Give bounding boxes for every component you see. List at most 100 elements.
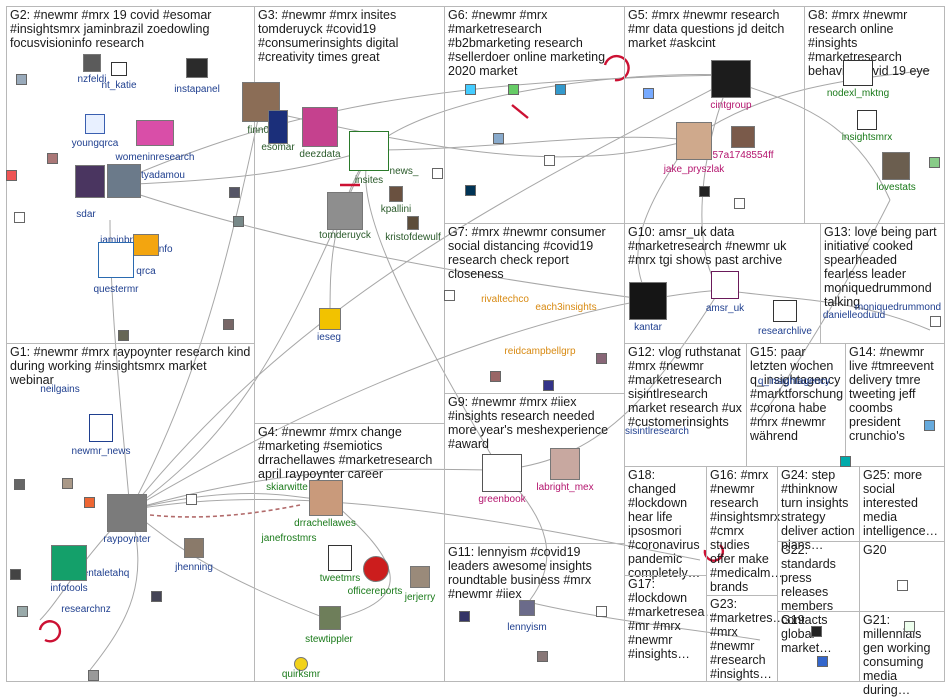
node-label: kantar bbox=[634, 322, 662, 333]
group-title-g7: G7: #mrx #newmr consumer social distanci… bbox=[448, 225, 606, 281]
node-label: infotools bbox=[50, 583, 88, 594]
node-small[interactable] bbox=[643, 88, 654, 99]
node-label: sisintlresearch bbox=[625, 426, 689, 437]
node-avatar bbox=[773, 300, 797, 322]
node-small[interactable] bbox=[118, 330, 129, 341]
node-small[interactable] bbox=[493, 133, 504, 144]
group-panel-g23: G23: #marketres… #mrx #newmr #research #… bbox=[706, 595, 785, 682]
node-avatar bbox=[133, 234, 159, 256]
node-avatar bbox=[89, 414, 113, 442]
node-label: qrca bbox=[136, 266, 156, 277]
group-title-g18: G18: changed #lockdown hear life ipsosmo… bbox=[628, 468, 701, 580]
node-small[interactable] bbox=[229, 187, 240, 198]
group-title-g22: G22: standards press releases members co… bbox=[781, 543, 836, 655]
node-avatar bbox=[136, 120, 174, 146]
node-avatar bbox=[731, 126, 755, 148]
node-small[interactable] bbox=[444, 290, 455, 301]
group-title-g6: G6: #newmr #mrx #marketresearch #b2bmark… bbox=[448, 8, 606, 78]
node-small[interactable] bbox=[904, 621, 915, 632]
node-small[interactable] bbox=[555, 84, 566, 95]
node-avatar bbox=[98, 242, 134, 278]
node-small[interactable] bbox=[537, 651, 548, 662]
node-small[interactable] bbox=[929, 157, 940, 168]
node-small[interactable] bbox=[223, 319, 234, 330]
node-small[interactable] bbox=[14, 479, 25, 490]
node-small[interactable] bbox=[699, 186, 710, 197]
node-avatar bbox=[843, 60, 873, 86]
node-small[interactable] bbox=[84, 497, 95, 508]
node-label: skiarwitte bbox=[266, 482, 308, 493]
group-title-g19: G19 bbox=[781, 613, 805, 627]
group-title-g24: G24: step #thinknow turn insights strate… bbox=[781, 468, 855, 552]
node-small[interactable] bbox=[6, 170, 17, 181]
node-small[interactable] bbox=[897, 580, 908, 591]
node-avatar bbox=[711, 271, 739, 299]
node-label: cintgroup bbox=[710, 100, 752, 111]
node-small[interactable] bbox=[10, 569, 21, 580]
group-panel-g16: G16: #mrx #newmr research #insightsmrx #… bbox=[706, 466, 783, 596]
node-small[interactable] bbox=[186, 494, 197, 505]
node-small[interactable] bbox=[490, 371, 501, 382]
node-small[interactable] bbox=[734, 198, 745, 209]
group-panel-g20: G20 bbox=[859, 541, 945, 612]
node-small[interactable] bbox=[233, 216, 244, 227]
node-label: nt_katie bbox=[101, 80, 137, 91]
node-avatar bbox=[85, 114, 105, 134]
node-label: news_ bbox=[389, 166, 419, 177]
node-small[interactable] bbox=[924, 420, 935, 431]
node-label: ieseg bbox=[317, 332, 341, 343]
node-avatar bbox=[268, 110, 288, 144]
node-label: moniquedrummond bbox=[854, 302, 942, 313]
node-avatar bbox=[328, 545, 352, 571]
node-small[interactable] bbox=[88, 670, 99, 681]
node-small[interactable] bbox=[817, 656, 828, 667]
group-title-g8: G8: #mrx #newmr research online #insight… bbox=[808, 8, 930, 78]
node-avatar bbox=[309, 480, 343, 516]
group-title-g13: G13: love being part initiative cooked s… bbox=[824, 225, 937, 309]
node-label: esomar bbox=[261, 142, 295, 153]
node-label: jerjerry bbox=[404, 592, 436, 603]
node-small[interactable] bbox=[465, 84, 476, 95]
node-small[interactable] bbox=[811, 626, 822, 637]
node-label: instapanel bbox=[174, 84, 220, 95]
node-avatar bbox=[882, 152, 910, 180]
node-small[interactable] bbox=[432, 168, 443, 179]
node-small[interactable] bbox=[14, 212, 25, 223]
node-label: youngqrca bbox=[71, 138, 119, 149]
node-label: lennyism bbox=[507, 622, 547, 633]
node-small[interactable] bbox=[596, 353, 607, 364]
node-small[interactable] bbox=[465, 185, 476, 196]
node-small[interactable] bbox=[151, 591, 162, 602]
node-avatar bbox=[294, 657, 308, 671]
node-label: rivaltechco bbox=[481, 294, 529, 305]
node-avatar bbox=[75, 165, 105, 198]
node-label: raypoynter bbox=[103, 534, 151, 545]
node-small[interactable] bbox=[62, 478, 73, 489]
node-avatar bbox=[349, 131, 389, 171]
node-small[interactable] bbox=[17, 606, 28, 617]
node-small[interactable] bbox=[508, 84, 519, 95]
node-avatar bbox=[629, 282, 667, 320]
node-small[interactable] bbox=[596, 606, 607, 617]
node-avatar bbox=[327, 192, 363, 230]
node-label: newmr_news bbox=[71, 446, 131, 457]
node-label: each3insights bbox=[535, 302, 597, 313]
node-small[interactable] bbox=[47, 153, 58, 164]
node-label: drrachellawes bbox=[294, 518, 356, 529]
node-label: lovestats bbox=[876, 182, 916, 193]
group-title-g17: G17: #lockdown #marketresea… #mr #mrx #n… bbox=[628, 577, 717, 661]
node-small[interactable] bbox=[840, 456, 851, 467]
node-label: deezdata bbox=[299, 149, 341, 160]
group-panel-g21: G21: millennials gen working consuming m… bbox=[859, 611, 945, 697]
node-small[interactable] bbox=[459, 611, 470, 622]
node-small[interactable] bbox=[544, 155, 555, 166]
node-avatar bbox=[410, 566, 430, 588]
node-small[interactable] bbox=[16, 74, 27, 85]
node-avatar bbox=[186, 58, 208, 78]
group-panel-g14: G14: #newmr live #tmreevent delivery tmr… bbox=[845, 343, 945, 467]
node-small[interactable] bbox=[543, 380, 554, 391]
group-panel-g7: G7: #mrx #newmr consumer social distanci… bbox=[444, 223, 625, 394]
node-label: janefrostmrs bbox=[261, 533, 317, 544]
group-panel-g22: G22: standards press releases members co… bbox=[777, 541, 860, 655]
node-small[interactable] bbox=[930, 316, 941, 327]
